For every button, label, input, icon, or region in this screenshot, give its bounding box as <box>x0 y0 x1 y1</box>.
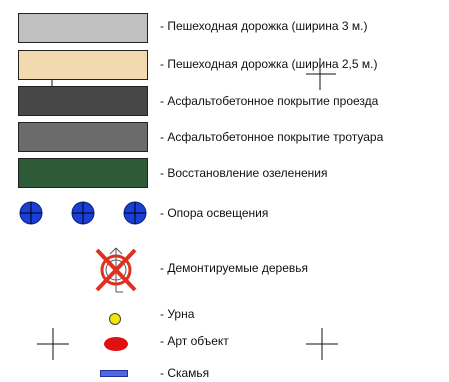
pedestrian-path-3m-swatch <box>18 13 148 43</box>
asphalt-driveway-swatch <box>18 86 148 116</box>
bench-icon <box>100 370 128 377</box>
removed-tree-icon <box>95 247 137 293</box>
pedestrian-path-2-5m-swatch <box>18 50 148 80</box>
legend-label-greenery-restoration: - Восстановление озеленения <box>160 166 328 180</box>
legend-label-bin: - Урна <box>160 307 195 321</box>
legend-label-asphalt-driveway: - Асфальтобетонное покрытие проезда <box>160 94 379 108</box>
legend-label-asphalt-sidewalk: - Асфальтобетонное покрытие тротуара <box>160 130 384 144</box>
legend-label-pedestrian-path-3m: - Пешеходная дорожка (ширина 3 м.) <box>160 19 368 33</box>
legend-label-art-object: - Арт объект <box>160 334 229 348</box>
lamp-post-icon <box>19 201 147 225</box>
legend-label-pedestrian-path-2-5m: - Пешеходная дорожка (ширина 2,5 м.) <box>160 57 378 71</box>
art-object-icon <box>37 328 338 360</box>
greenery-restoration-swatch <box>18 158 148 188</box>
legend-label-bench: - Скамья <box>160 366 210 380</box>
legend-label-lamp-post: - Опора освещения <box>160 206 269 220</box>
asphalt-sidewalk-swatch <box>18 122 148 152</box>
bin-icon <box>109 313 121 325</box>
legend-label-removed-trees: - Демонтируемые деревья <box>160 261 308 275</box>
